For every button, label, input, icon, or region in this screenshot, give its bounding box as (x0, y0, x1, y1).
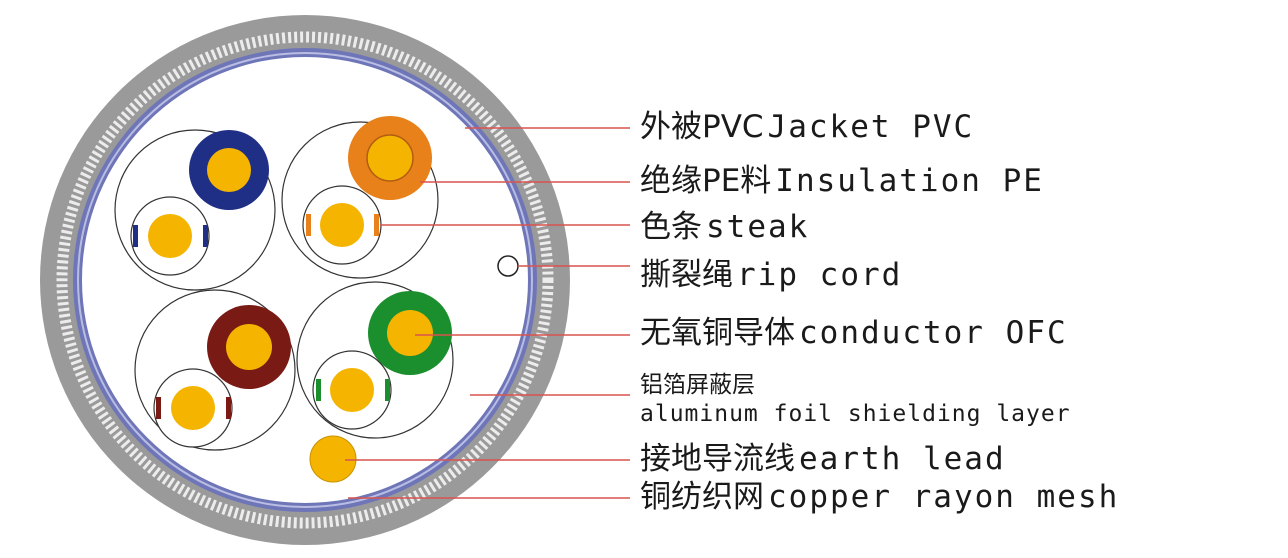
conductor-brown (226, 324, 272, 370)
conductor-white-orange (320, 203, 364, 247)
label-earth-zh: 接地导流线 (640, 441, 795, 477)
label-conductor: 无氧铜导体 conductor OFC (640, 318, 1068, 349)
stripe-orange-right (374, 214, 379, 236)
label-steak-zh: 色条 (640, 209, 702, 245)
cable-interior (82, 57, 528, 503)
stripe-blue-right (203, 225, 208, 247)
label-conductor-zh: 无氧铜导体 (640, 315, 795, 351)
label-earth-en: earth lead (799, 441, 1006, 477)
label-mesh-en: copper rayon mesh (768, 479, 1120, 515)
label-insulation: 绝缘PE料 Insulation PE (640, 166, 1044, 197)
label-jacket-en: Jacket PVC (767, 109, 975, 145)
stripe-brown-right (226, 397, 231, 419)
label-mesh-zh: 铜纺织网 (640, 479, 764, 515)
rip-cord (497, 255, 519, 277)
conductor-blue (207, 148, 251, 192)
stripe-brown-left (156, 397, 161, 419)
copper-rayon-mesh (56, 31, 554, 529)
stripe-orange-left (306, 214, 311, 236)
conductor-white-brown (171, 386, 215, 430)
label-foil-en: aluminum foil shielding layer (640, 401, 1071, 427)
pair-cell-brown (134, 289, 296, 451)
conductor-white-green (330, 368, 374, 412)
label-insulation-en: Insulation PE (775, 163, 1044, 199)
label-rip-cord-zh: 撕裂绳 (640, 257, 733, 293)
pair-cell-blue (114, 129, 276, 291)
label-earth: 接地导流线 earth lead (640, 444, 1006, 475)
pair-cell-orange (281, 121, 439, 279)
label-jacket-zh: 外被PVC (640, 109, 764, 145)
label-steak-en: steak (706, 209, 810, 245)
pair-cell-green (296, 281, 454, 439)
label-jacket: 外被PVC Jacket PVC (640, 112, 974, 143)
label-rip-cord-en: rip cord (737, 257, 903, 293)
shield-inner-highlight (77, 52, 533, 508)
stripe-green-right (385, 379, 390, 401)
label-foil: 铝箔屏蔽层 aluminum foil shielding layer (640, 374, 1071, 426)
conductor-white-blue (148, 214, 192, 258)
stripe-green-left (316, 379, 321, 401)
label-insulation-zh: 绝缘PE料 (640, 163, 772, 199)
label-rip-cord: 撕裂绳 rip cord (640, 260, 902, 291)
conductor-green (387, 310, 433, 356)
label-foil-zh: 铝箔屏蔽层 (640, 372, 755, 398)
label-conductor-en: conductor OFC (799, 315, 1068, 351)
earth-lead-wire (309, 435, 357, 483)
label-steak: 色条 steak (640, 212, 809, 243)
label-mesh: 铜纺织网 copper rayon mesh (640, 482, 1119, 513)
conductor-orange (366, 134, 414, 182)
stripe-blue-left (133, 225, 138, 247)
